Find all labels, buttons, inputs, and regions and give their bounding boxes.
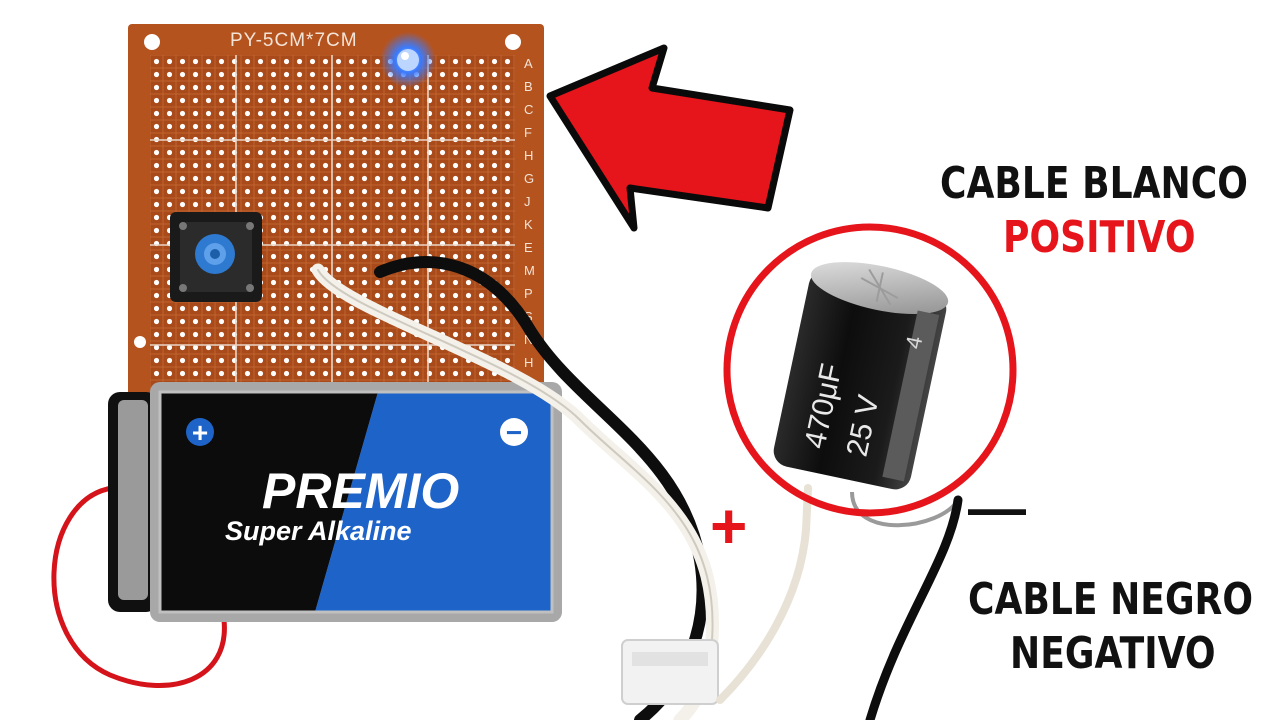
battery <box>108 382 562 622</box>
minus-sign: — <box>968 476 1026 541</box>
pcb-row-letter: G <box>524 171 534 186</box>
white-cable-label: CABLE BLANCO <box>940 158 1248 209</box>
plus-sign: + <box>710 490 747 562</box>
battery-brand: PREMIO <box>262 463 459 519</box>
wire-connector <box>621 639 719 705</box>
pcb-row-letter: E <box>524 240 533 255</box>
capacitor-highlight-circle <box>723 223 1017 517</box>
pcb-row-letter: N <box>524 332 533 347</box>
pcb-row-letter: J <box>524 194 531 209</box>
battery-minus-symbol: − <box>506 417 522 448</box>
battery-type: Super Alkaline <box>225 516 412 546</box>
negative-label: NEGATIVO <box>1010 628 1216 679</box>
pcb-row-letter: K <box>524 217 533 232</box>
battery-plus-symbol: + <box>192 417 208 448</box>
pcb-row-letter: P <box>524 286 533 301</box>
pcb-row-letter: F <box>524 125 532 140</box>
positive-label: POSITIVO <box>1003 212 1196 263</box>
pcb-row-letter: A <box>524 56 533 71</box>
pcb-row-letter: H <box>524 355 533 370</box>
pcb-label: PY-5CM*7CM <box>230 30 358 51</box>
push-button <box>170 212 262 302</box>
pcb-row-letter: B <box>524 79 533 94</box>
pcb-row-letter: M <box>524 263 535 278</box>
red-arrow <box>546 44 794 232</box>
capacitor-positive-lead <box>716 484 812 704</box>
black-cable-label: CABLE NEGRO <box>968 574 1254 625</box>
capacitor-negative-lead <box>850 491 960 528</box>
pcb-row-letter: H <box>524 148 533 163</box>
capacitor-stripe-mark: 4 <box>900 334 927 351</box>
capacitor <box>773 262 949 490</box>
pcb-row-letter: C <box>524 102 533 117</box>
red-wire <box>51 485 227 689</box>
blue-led <box>380 32 436 88</box>
negative-black-lead <box>865 495 963 720</box>
